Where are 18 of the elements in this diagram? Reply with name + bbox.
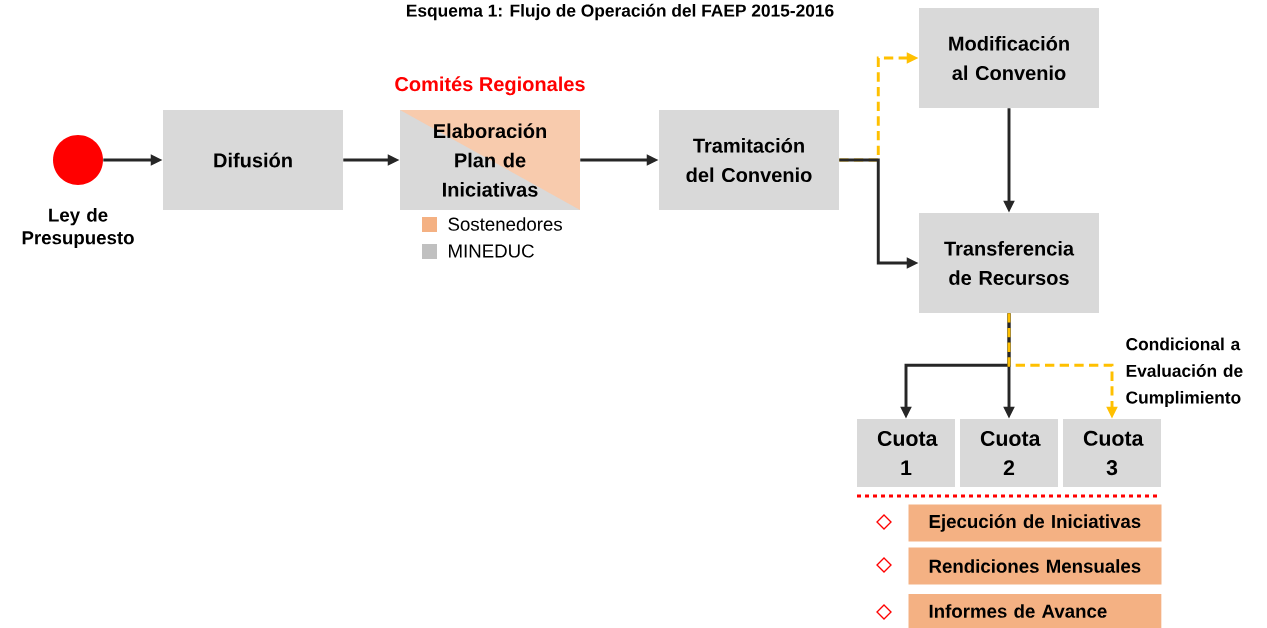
installment-box: Cuota 1 xyxy=(857,419,955,487)
installment-box: Cuota 3 xyxy=(1063,419,1161,487)
start-circle xyxy=(53,135,103,185)
activity-box: Ejecución de Iniciativas xyxy=(908,504,1162,542)
activity-box: Rendiciones Mensuales xyxy=(908,547,1162,585)
process-box: Modificación al Convenio xyxy=(919,8,1099,108)
legend-label: Sostenedores xyxy=(448,217,562,231)
activity-box: Informes de Avance xyxy=(908,594,1162,628)
process-box: Tramitación del Convenio xyxy=(659,110,839,210)
title: Esquema 1: Flujo de Operación del FAEP 2015-2016 xyxy=(407,3,834,21)
group-heading: Comités Regionales xyxy=(395,76,585,96)
legend-label: MINEDUC xyxy=(449,244,534,258)
edge-label: Condicional a Evaluación de Cumplimiento xyxy=(1124,336,1262,409)
process-box: Transferencia de Recursos xyxy=(919,213,1099,313)
process-box: Elaboración Plan de Iniciativas xyxy=(400,110,580,210)
start-label: Ley de Presupuesto xyxy=(22,207,134,248)
installment-box: Cuota 2 xyxy=(960,419,1058,487)
process-box: Difusión xyxy=(163,110,343,210)
